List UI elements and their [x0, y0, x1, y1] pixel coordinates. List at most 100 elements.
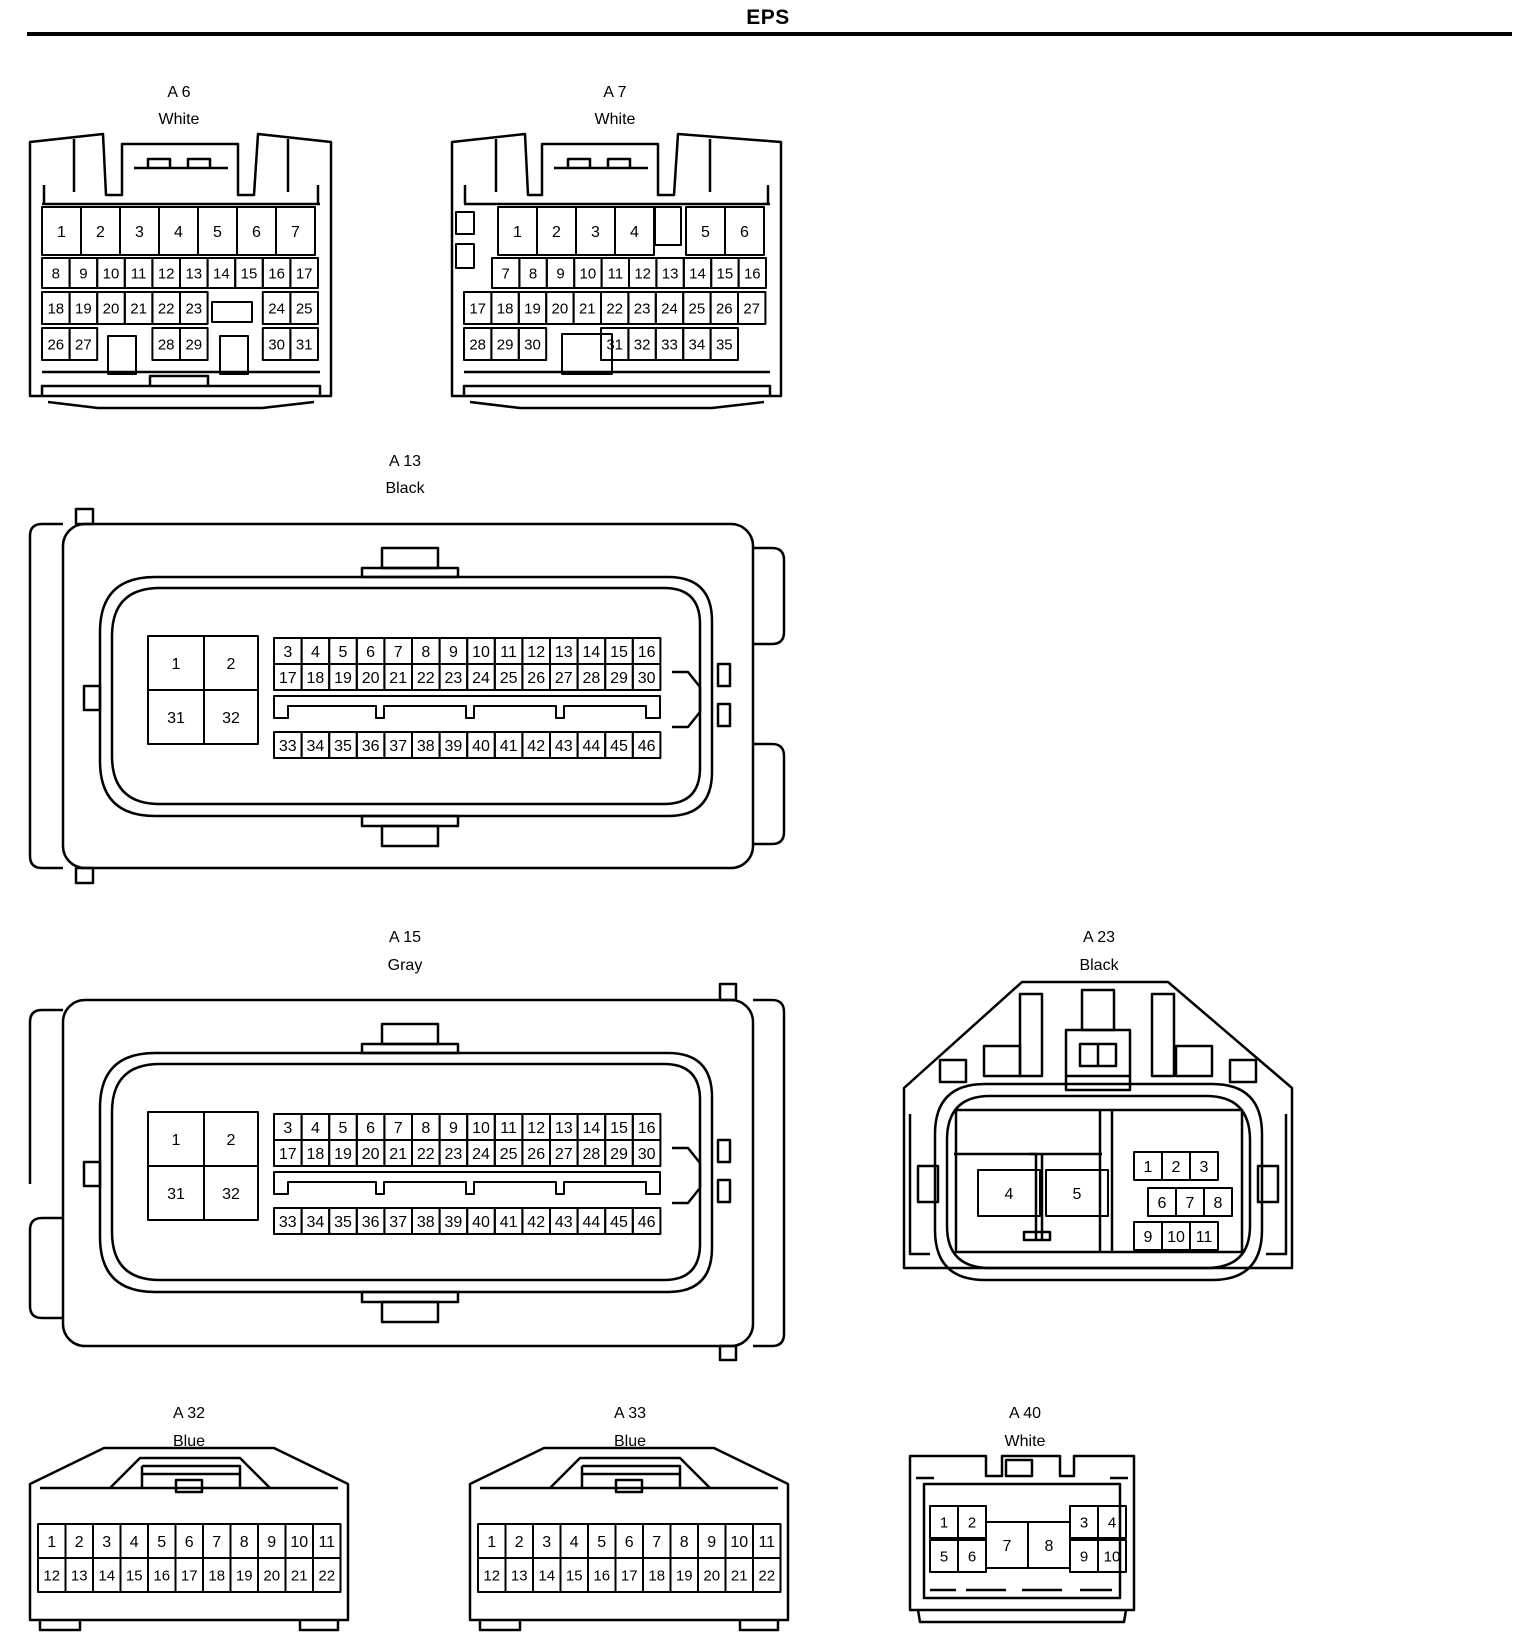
pin-cell — [631, 663, 662, 691]
pin-number: 21 — [579, 300, 596, 317]
pin-number: 36 — [362, 1214, 380, 1231]
pin-number: 38 — [417, 738, 435, 755]
pin-number: 3 — [283, 1120, 292, 1137]
pin-number: 1 — [47, 1534, 56, 1551]
pin-number: 13 — [71, 1567, 88, 1584]
pin-number: 15 — [126, 1567, 143, 1584]
pin-number: 5 — [597, 1534, 606, 1551]
pin-number: 17 — [621, 1567, 638, 1584]
connector-a40-id: A 40 — [1008, 1405, 1042, 1422]
pin-number: 20 — [263, 1567, 280, 1584]
pin-number: 14 — [538, 1567, 555, 1584]
pin-number: 10 — [730, 1534, 748, 1551]
pin-number: 2 — [227, 1132, 236, 1149]
pin-cell — [1203, 1187, 1233, 1217]
pin-number: 16 — [268, 265, 285, 282]
pin-number: 8 — [680, 1534, 689, 1551]
pin-number: 31 — [167, 1186, 185, 1203]
pin-number: 30 — [638, 1146, 656, 1163]
pin-number: 8 — [529, 265, 537, 282]
pin-number: 1 — [940, 1514, 948, 1531]
pin-number: 21 — [130, 300, 147, 317]
pin-number: 24 — [661, 300, 678, 317]
pin-number: 9 — [556, 265, 564, 282]
pin-number: 3 — [1080, 1514, 1088, 1531]
connector-a6-color: White — [158, 111, 200, 128]
connector-a33-color: Blue — [613, 1433, 647, 1450]
pin-number: 4 — [570, 1534, 579, 1551]
pin-number: 11 — [131, 265, 147, 282]
pin-cell — [517, 327, 548, 361]
cavity-blank — [654, 206, 682, 246]
pin-number: 34 — [307, 738, 325, 755]
pin-number: 31 — [606, 336, 623, 353]
pin-number: 3 — [283, 644, 292, 661]
pin-number: 15 — [717, 265, 734, 282]
pin-number: 44 — [583, 738, 601, 755]
pin-number: 1 — [1144, 1159, 1153, 1176]
pin-cell — [631, 731, 662, 759]
connector-a40-color: White — [1004, 1433, 1046, 1450]
pin-number: 18 — [208, 1567, 225, 1584]
pin-number: 6 — [1158, 1195, 1167, 1212]
pin-number: 6 — [625, 1534, 634, 1551]
pin-number: 35 — [716, 336, 733, 353]
pin-number: 10 — [1167, 1229, 1185, 1246]
pin-number: 18 — [307, 670, 325, 687]
pin-number: 9 — [1144, 1229, 1153, 1246]
pin-number: 23 — [634, 300, 651, 317]
pin-number: 6 — [968, 1548, 976, 1565]
pin-number: 5 — [701, 224, 710, 241]
keying-rail — [273, 1171, 661, 1195]
pin-number: 17 — [279, 1146, 297, 1163]
pin-number: 6 — [366, 1120, 375, 1137]
pin-number: 7 — [212, 1534, 221, 1551]
pin-number: 12 — [527, 1120, 545, 1137]
pin-cell — [631, 1207, 662, 1235]
pin-number: 29 — [497, 336, 514, 353]
pin-number: 31 — [296, 336, 313, 353]
pin-number: 31 — [167, 710, 185, 727]
housing-a13 — [28, 507, 786, 885]
pin-number: 21 — [389, 1146, 407, 1163]
pin-number: 8 — [240, 1534, 249, 1551]
cavity-blank — [211, 301, 253, 323]
pin-number: 6 — [366, 644, 375, 661]
pin-number: 10 — [580, 265, 597, 282]
pin-number: 28 — [583, 1146, 601, 1163]
pin-number: 3 — [591, 224, 600, 241]
pin-number: 29 — [185, 336, 202, 353]
pin-number: 24 — [268, 300, 285, 317]
pin-cell — [1045, 1169, 1109, 1217]
pin-number: 16 — [744, 265, 761, 282]
housing-a7 — [450, 132, 783, 410]
pin-number: 30 — [638, 670, 656, 687]
pin-number: 5 — [339, 1120, 348, 1137]
pin-number: 26 — [716, 300, 733, 317]
pin-number: 28 — [158, 336, 175, 353]
pin-number: 33 — [279, 1214, 297, 1231]
pin-number: 32 — [222, 710, 240, 727]
pin-number: 24 — [472, 1146, 490, 1163]
pin-number: 20 — [103, 300, 120, 317]
pin-number: 39 — [445, 1214, 463, 1231]
pin-number: 22 — [318, 1567, 335, 1584]
pin-number: 2 — [96, 224, 105, 241]
pin-cell — [179, 327, 209, 361]
pin-number: 2 — [1172, 1159, 1181, 1176]
pin-number: 10 — [472, 644, 490, 661]
pin-number: 18 — [497, 300, 514, 317]
cavity-blank — [219, 335, 249, 375]
pin-number: 5 — [157, 1534, 166, 1551]
pin-number: 8 — [421, 1120, 430, 1137]
pin-number: 28 — [469, 336, 486, 353]
pin-number: 9 — [707, 1534, 716, 1551]
pin-number: 43 — [555, 738, 573, 755]
pin-cell — [289, 327, 319, 361]
pin-number: 23 — [445, 1146, 463, 1163]
pin-number: 10 — [103, 265, 120, 282]
pin-number: 22 — [606, 300, 623, 317]
